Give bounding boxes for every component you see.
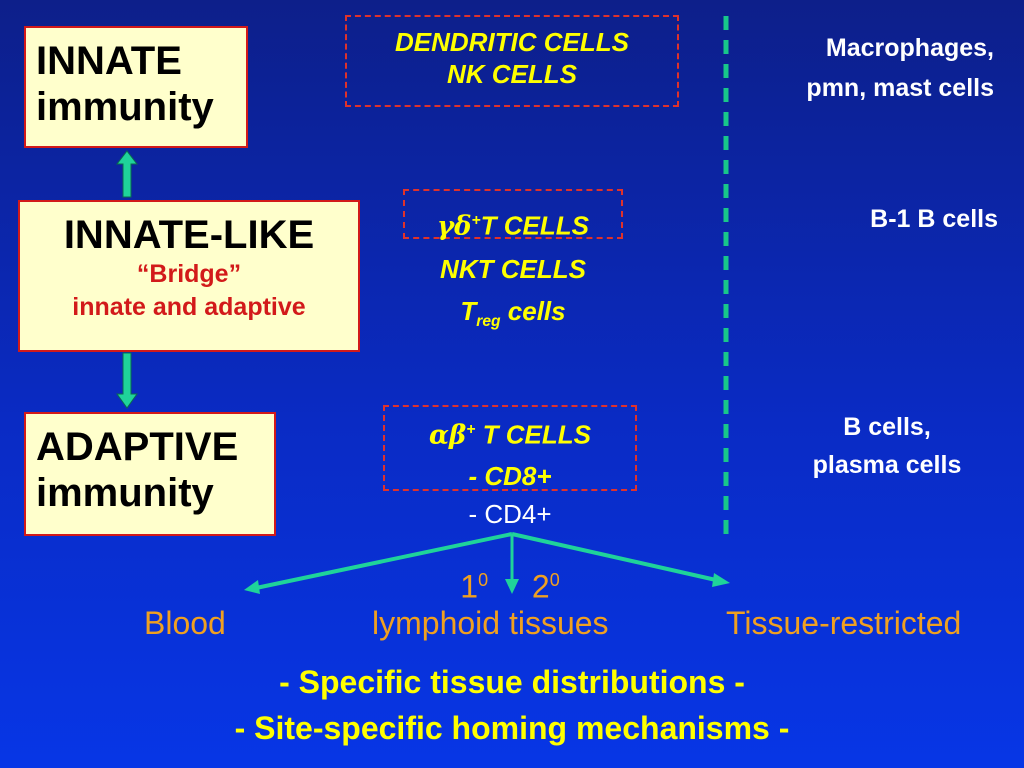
ab-t-cells-label: αβ+ T CELLS (383, 410, 637, 456)
primary-sup: 0 (478, 570, 489, 590)
ab-t-cells-dashed-box (383, 405, 637, 491)
macrophages-line2: pmn, mast cells (806, 74, 994, 102)
treg-subscript: reg (476, 312, 501, 330)
adaptive-subtitle: immunity (36, 471, 214, 515)
distribution-arrows (244, 532, 730, 594)
gd-t-cells-dashed-box (403, 189, 623, 239)
innate-and-adaptive-label: innate and adaptive (72, 293, 306, 321)
adaptive-immunity-box: ADAPTIVE immunity (24, 412, 276, 536)
homing-mechanisms-label: - Site-specific homing mechanisms - (234, 710, 790, 746)
blood-label: Blood (144, 605, 226, 641)
treg-cells-label: Treg cells (380, 290, 646, 343)
down-arrow-adaptive (116, 352, 138, 409)
gd-t-cells-label: γδ+T CELLS (380, 200, 646, 248)
bridge-label: “Bridge” (136, 260, 242, 288)
tissue-restricted-label: Tissue-restricted (726, 605, 962, 641)
b-cells-label: B cells, plasma cells (776, 408, 998, 484)
nk-cells-label: NK CELLS (447, 59, 577, 89)
treg-t: T (460, 295, 477, 326)
innate-immunity-box: INNATE immunity (24, 26, 248, 148)
ab-t-cells-text: T CELLS (475, 419, 591, 450)
ab-t-cells-list: αβ+ T CELLS - CD8+ (383, 410, 637, 496)
innate-title: INNATE (36, 39, 182, 83)
innate-like-title: INNATE-LIKE (63, 213, 315, 257)
up-arrow-innate (115, 150, 139, 198)
gd-plus: + (471, 212, 481, 229)
primary-number: 1 (460, 568, 479, 605)
innate-like-box: INNATE-LIKE “Bridge” innate and adaptive (18, 200, 360, 352)
macrophages-line1: Macrophages, (825, 34, 994, 62)
macrophages-label: Macrophages, pmn, mast cells (736, 28, 994, 108)
cd8-label: - CD8+ (468, 460, 552, 491)
b-cells-line2: plasma cells (812, 451, 962, 479)
secondary-sup: 0 (549, 570, 560, 590)
treg-cells-text: cells (500, 295, 566, 326)
specific-distributions-label: - Specific tissue distributions - (279, 664, 745, 700)
gamma-delta-symbol: γδ (437, 211, 472, 242)
gd-t-cells-text: T CELLS (480, 210, 589, 241)
lymphoid-tissues-label: lymphoid tissues (372, 605, 609, 641)
cd4-label: - CD4+ (468, 499, 552, 529)
innate-subtitle: immunity (36, 85, 214, 129)
adaptive-title: ADAPTIVE (36, 425, 239, 469)
innate-cells-dashed-box (345, 15, 679, 107)
nkt-cells-label: NKT CELLS (440, 253, 586, 284)
dendritic-cells-label: DENDRITIC CELLS (395, 27, 629, 57)
innate-like-cells-list: γδ+T CELLS NKT CELLS Treg cells (380, 200, 646, 343)
alpha-beta-symbol: αβ (429, 420, 467, 451)
ab-plus: + (466, 421, 476, 438)
secondary-number: 2 (531, 568, 550, 605)
b-cells-line1: B cells, (843, 413, 931, 441)
innate-cells-list: DENDRITIC CELLS NK CELLS (345, 26, 679, 90)
b1-b-cells-label: B-1 B cells (870, 205, 998, 233)
primary-secondary-label: 10 20 (440, 560, 580, 607)
